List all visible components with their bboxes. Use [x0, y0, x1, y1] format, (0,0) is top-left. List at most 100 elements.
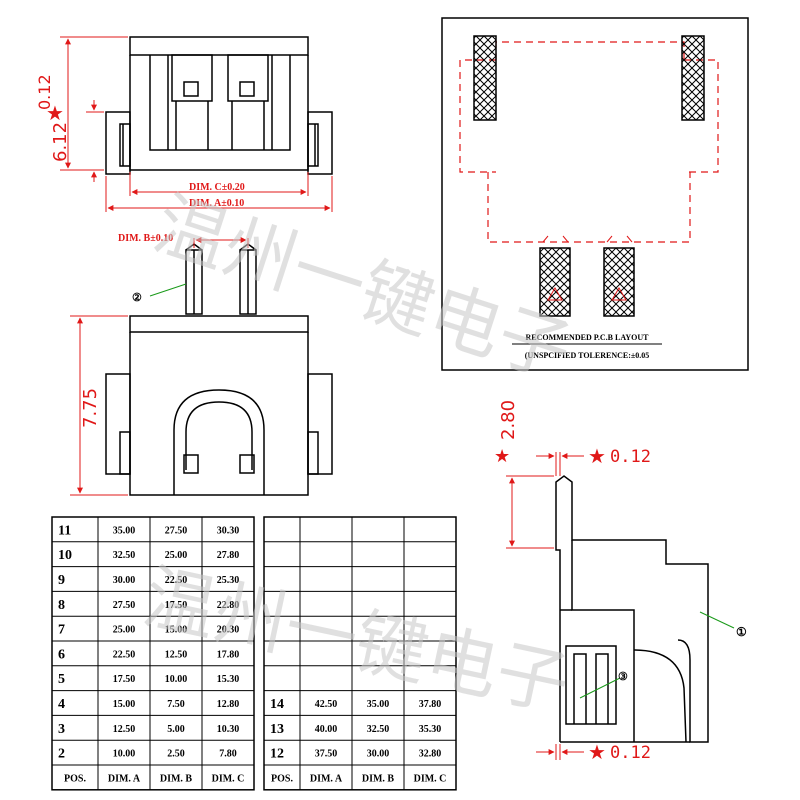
front-ear-left-inner	[119, 123, 131, 167]
front-top-cap	[129, 36, 309, 56]
side-hook	[633, 649, 687, 743]
pcb-pad-ticks	[542, 235, 633, 243]
pin-view-body	[129, 332, 309, 496]
callout-3: ③	[618, 671, 628, 683]
front-dim-labels: 6.12 ★ 0.12 DIM. C±0.20 DIM. A±0.10	[35, 74, 245, 209]
table-left-frame	[51, 516, 255, 791]
table-cell: 40.00	[315, 724, 338, 735]
dim-012-bottom-text: 0.12	[610, 743, 651, 763]
table-cell: 17.80	[217, 649, 240, 660]
front-ear-ticks	[122, 124, 316, 166]
table-cell: 37.50	[315, 749, 338, 760]
table-cell-pos: 2	[58, 747, 65, 762]
front-pin-left	[183, 81, 199, 97]
table-cell: 7.50	[167, 699, 185, 710]
side-inner-wall	[571, 540, 635, 742]
table-cell: 27.50	[165, 525, 188, 536]
front-pocket-left	[171, 54, 213, 102]
front-ear-right	[307, 111, 333, 175]
table-cell: 32.50	[113, 550, 136, 561]
dim-a-text: DIM. A±0.10	[189, 198, 244, 209]
table-cell-pos: 5	[58, 672, 65, 687]
table-cell: 27.50	[113, 600, 136, 611]
table-cell: 30.30	[217, 525, 240, 536]
table-cell: 15.30	[217, 674, 240, 685]
pcb-pad-right	[681, 35, 705, 121]
side-dims	[506, 452, 584, 760]
pin-view-ear-right-inner	[307, 431, 319, 475]
dim-612-text: 6.12	[50, 122, 71, 162]
table-cell-pos: 3	[58, 722, 65, 737]
pcb-frame	[441, 17, 749, 371]
front-ribs	[175, 101, 265, 150]
table-cell-pos: 13	[270, 722, 284, 737]
pin-view-dims	[70, 237, 249, 496]
watermarks: 温州一键电子 温州一键电子	[136, 181, 581, 726]
watermark-1: 温州一键电子	[145, 181, 582, 394]
side-contacts	[573, 653, 609, 724]
front-inner	[149, 55, 291, 151]
table-cell: 15.00	[113, 699, 136, 710]
pin-view-ear-right	[307, 373, 333, 475]
latch-foot-left	[183, 454, 199, 474]
pcb-layout: RECOMMENDED P.C.B LAYOUT (UNSPCIFIED TOL…	[441, 17, 749, 371]
pcb-label-1: RECOMMENDED P.C.B LAYOUT	[526, 333, 650, 342]
table-cell: 22.50	[165, 575, 188, 586]
pcb-outline-bottom	[487, 172, 691, 243]
table-header-cell: DIM. B	[160, 773, 193, 784]
callout-1: ①	[736, 625, 747, 639]
latch-foot-right	[239, 454, 255, 474]
table-cell: 35.00	[367, 699, 390, 710]
table-cell: 37.80	[419, 699, 442, 710]
front-pin-right	[239, 81, 255, 97]
pin-view-labels: DIM. B±0.10 7.75 ②	[80, 233, 187, 428]
star-icon: ★	[46, 101, 64, 125]
pcb-pad-left	[473, 35, 497, 121]
pin-view-top	[129, 315, 309, 333]
table-cell: 12.50	[113, 724, 136, 735]
dim-c-text: DIM. C±0.20	[189, 182, 245, 193]
table-cell-pos: 4	[58, 697, 65, 712]
front-view	[105, 36, 333, 175]
table-header-cell: DIM. C	[212, 773, 245, 784]
table-header-cell: POS.	[271, 773, 293, 784]
pcb-pin-marks	[547, 287, 627, 301]
table-cell: 30.00	[113, 575, 136, 586]
star-icon-2: ★	[494, 446, 510, 467]
dim-012-text: 0.12	[35, 74, 54, 110]
pcb-pad-pin-1	[539, 247, 571, 317]
table-cell: 17.50	[165, 600, 188, 611]
callout-3-leader	[579, 677, 621, 699]
table-cell: 10.30	[217, 724, 240, 735]
table-cell-pos: 10	[58, 548, 72, 563]
table-cell: 10.00	[165, 674, 188, 685]
table-cell: 2.50	[167, 749, 185, 760]
table-cell: 12.50	[165, 649, 188, 660]
table-cell: 42.50	[315, 699, 338, 710]
table-header-cell: DIM. C	[414, 773, 447, 784]
table-cell-pos: 9	[58, 573, 65, 588]
dim-775-text: 7.75	[80, 388, 101, 428]
table-cell: 7.80	[219, 749, 237, 760]
side-pocket	[565, 645, 617, 725]
table-cell: 22.50	[113, 649, 136, 660]
table-header-cell: POS.	[64, 773, 86, 784]
front-body	[129, 55, 309, 171]
pin-centerlines	[193, 250, 249, 314]
callout-2: ②	[132, 292, 142, 304]
table-cell: 10.00	[113, 749, 136, 760]
dim-280-text: 2.80	[498, 400, 519, 440]
table-cell: 30.00	[367, 749, 390, 760]
front-ear-left	[105, 111, 131, 175]
table-cell: 25.30	[217, 575, 240, 586]
dim-b-text: DIM. B±0.10	[118, 233, 173, 244]
callout-2-leader	[149, 283, 187, 297]
pin-view-ear-left-inner	[119, 431, 131, 475]
pin-view-ear-left	[105, 373, 131, 475]
star-icon-4: ★	[588, 740, 606, 764]
table-cell: 20.30	[217, 625, 240, 636]
front-ear-right-inner	[307, 123, 319, 167]
table-cell: 27.80	[217, 550, 240, 561]
